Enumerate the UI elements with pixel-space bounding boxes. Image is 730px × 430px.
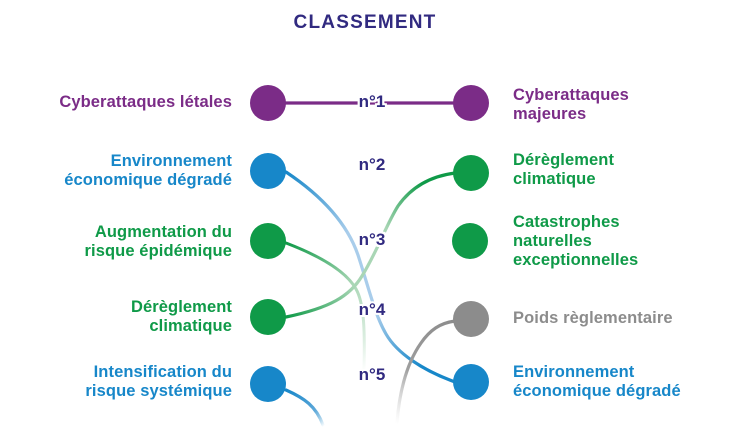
rank-label-1: n°1 bbox=[358, 92, 386, 111]
label-line: risque épidémique bbox=[84, 242, 232, 260]
label-line: Dérèglement bbox=[130, 298, 232, 316]
right-dot-rank4 bbox=[453, 301, 489, 337]
left-label-rank1: Cyberattaques létales bbox=[2, 93, 232, 112]
right-label-rank3: Catastrophes naturelles exceptionnelles bbox=[513, 213, 728, 270]
label-line: Augmentation du bbox=[94, 223, 232, 241]
label-line: climatique bbox=[513, 170, 596, 188]
label-line: naturelles bbox=[513, 232, 592, 250]
rank-label-4: n°4 bbox=[358, 300, 386, 319]
label-line: Environnement bbox=[513, 363, 635, 381]
right-label-rank5: Environnement économique dégradé bbox=[513, 363, 728, 401]
label-line: risque systémique bbox=[85, 382, 232, 400]
rank-label-3: n°3 bbox=[358, 230, 386, 249]
link-augmentation-rank3-exit bbox=[284, 241, 366, 370]
right-label-rank1: Cyberattaques majeures bbox=[513, 86, 728, 124]
label-line: Cyberattaques bbox=[513, 86, 629, 104]
label-line: climatique bbox=[149, 317, 232, 335]
left-dot-rank4 bbox=[250, 299, 286, 335]
rank-label-5: n°5 bbox=[358, 365, 386, 384]
label-line: économique dégradé bbox=[64, 171, 232, 189]
left-dot-rank2 bbox=[250, 153, 286, 189]
label-line: majeures bbox=[513, 105, 587, 123]
left-label-rank5: Intensification du risque systémique bbox=[2, 363, 232, 401]
right-label-rank4: Poids règlementaire bbox=[513, 309, 728, 328]
right-dot-rank2 bbox=[453, 155, 489, 191]
right-label-rank2: Dérèglement climatique bbox=[513, 151, 728, 189]
right-dot-rank3 bbox=[452, 223, 488, 259]
left-dot-rank1 bbox=[250, 85, 286, 121]
rank-label-2: n°2 bbox=[358, 155, 386, 174]
left-label-rank3: Augmentation du risque épidémique bbox=[2, 223, 232, 261]
left-dot-rank5 bbox=[250, 366, 286, 402]
label-line: économique dégradé bbox=[513, 382, 681, 400]
right-dot-rank1 bbox=[453, 85, 489, 121]
left-label-rank4: Dérèglement climatique bbox=[2, 298, 232, 336]
label-line: Environnement bbox=[110, 152, 232, 170]
page-title: CLASSEMENT bbox=[293, 12, 437, 33]
link-intensification-rank5-exit bbox=[284, 388, 325, 427]
label-line: Catastrophes bbox=[513, 213, 620, 231]
label-line: Dérèglement bbox=[513, 151, 615, 169]
link-poids-reglementaire-rank4-entry bbox=[395, 319, 457, 424]
label-line: exceptionnelles bbox=[513, 251, 639, 269]
left-label-rank2: Environnement économique dégradé bbox=[2, 152, 232, 190]
link-environnement-rank2-to-rank5 bbox=[284, 170, 457, 384]
label-line: Intensification du bbox=[93, 363, 232, 381]
label-line: Poids règlementaire bbox=[513, 309, 673, 327]
right-dot-rank5 bbox=[453, 364, 489, 400]
left-dot-rank3 bbox=[250, 223, 286, 259]
link-dereglement-rank4-to-rank2 bbox=[284, 171, 457, 319]
label-line: Cyberattaques létales bbox=[59, 93, 232, 111]
